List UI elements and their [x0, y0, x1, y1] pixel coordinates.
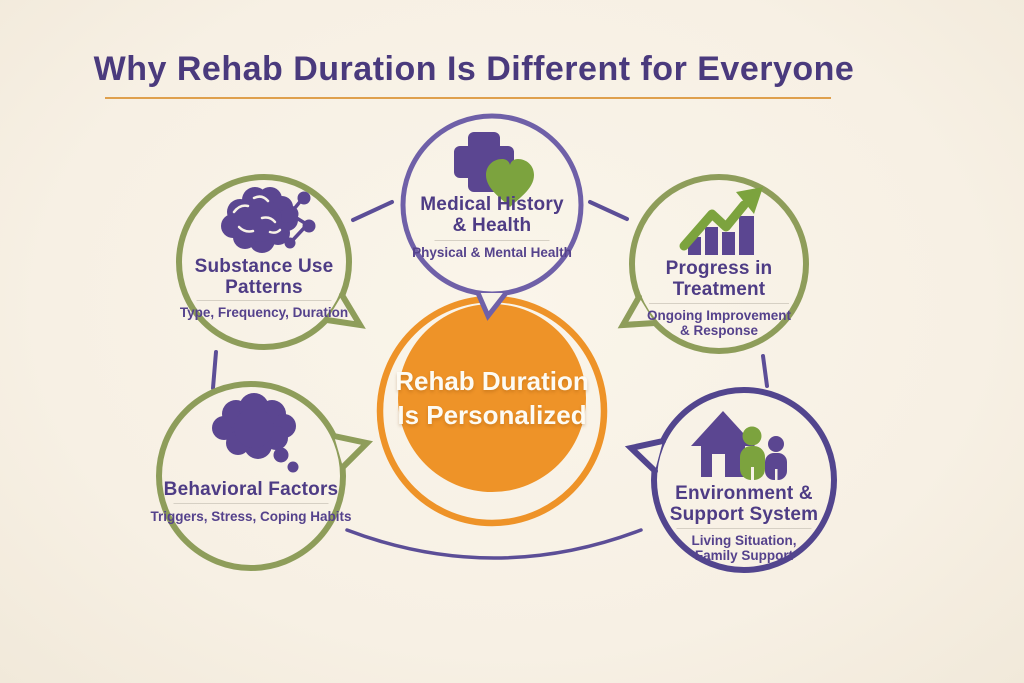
person-purple: [765, 436, 787, 480]
node-progress-divider: [649, 303, 789, 304]
node-environment-divider: [676, 528, 812, 529]
page-title: Why Rehab Duration Is Different for Ever…: [93, 50, 855, 88]
connector-substance-medical: [351, 200, 394, 222]
connector-substance-behavioral: [211, 350, 218, 390]
node-substance-divider: [196, 300, 332, 301]
growth-chart-arrow-icon: [679, 187, 763, 255]
node-medical-subtitle: Physical & Mental Health: [412, 245, 572, 260]
connector-lines: [211, 200, 769, 560]
node-progress-subtitle: Ongoing Improvement & Response: [646, 308, 791, 338]
node-progress-tail: [617, 294, 658, 329]
title-underline: [105, 97, 831, 99]
node-behavioral-subtitle: Triggers, Stress, Coping Habits: [150, 509, 352, 524]
house-family-icon: [691, 411, 787, 480]
node-substance-title: Substance Use Patterns: [194, 256, 334, 298]
node-environment-tail: [624, 438, 666, 474]
connector-progress-environment: [761, 354, 769, 388]
node-progress-circle: [617, 174, 809, 354]
person-green: [740, 426, 765, 480]
thought-cloud-icon: [212, 393, 299, 473]
node-medical-tail: [475, 290, 509, 321]
node-environment-title: Environment & Support System: [669, 483, 819, 525]
connector-medical-progress: [588, 200, 629, 221]
node-behavioral-title: Behavioral Factors: [163, 479, 339, 500]
center-disk: [398, 304, 586, 492]
medical-cross-heart-icon: [454, 132, 534, 207]
node-behavioral-divider: [173, 503, 329, 504]
node-behavioral-tail: [331, 433, 374, 470]
node-progress-title: Progress in Treatment: [665, 258, 773, 300]
node-medical-divider: [434, 240, 550, 241]
node-substance-subtitle: Type, Frequency, Duration: [179, 305, 349, 320]
node-substance-tail: [324, 292, 366, 329]
node-medical-title: Medical History & Health: [420, 194, 564, 236]
node-environment-circle: [624, 387, 837, 573]
connector-bottom-arc: [345, 528, 643, 560]
node-substance-circle: [176, 174, 366, 350]
brain-network-icon: [221, 187, 316, 253]
node-environment-subtitle: Living Situation, Family Support: [691, 533, 797, 563]
center-circle-label: Rehab Duration Is Personalized: [395, 366, 589, 430]
node-behavioral-circle: [156, 381, 374, 571]
node-medical-circle: [400, 113, 584, 321]
